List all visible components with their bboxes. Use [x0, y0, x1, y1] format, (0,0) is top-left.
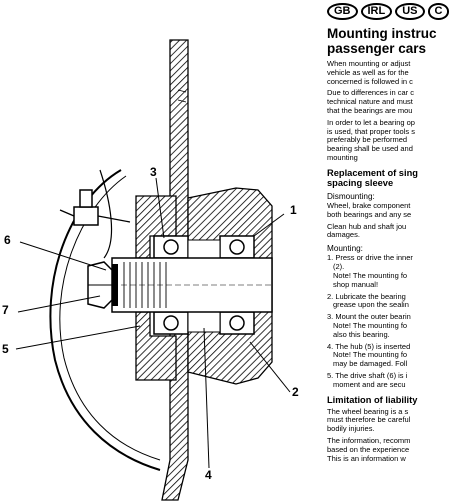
mounting-steps: 1. Press or drive the inner (2). Note! T… — [327, 254, 454, 389]
callout-6: 6 — [4, 233, 11, 247]
bracket-bolt — [73, 206, 99, 226]
section-heading-liability: Limitation of liability — [327, 394, 418, 405]
dismounting-label: Dismounting: — [327, 191, 375, 201]
flag-badge: US — [395, 3, 425, 20]
callout-5: 5 — [2, 342, 9, 356]
mounting-step: 3. Mount the outer bearin Note! The moun… — [327, 312, 411, 339]
callout-7: 7 — [2, 303, 9, 317]
mounting-step: 1. Press or drive the inner (2). Note! T… — [327, 253, 413, 289]
country-flags: GB IRL US C — [327, 3, 454, 20]
wheel-hub-cross-section-drawing — [15, 39, 291, 501]
callout-1: 1 — [290, 203, 297, 217]
instructions-column: GB IRL US C Mounting instruc passenger c… — [327, 3, 454, 503]
mounting-step: 4. The hub (5) is inserted Note! The mou… — [327, 341, 411, 369]
callout-4: 4 — [205, 468, 212, 482]
mounting-label: Mounting: — [327, 244, 363, 254]
mounting-step: 5. The drive shaft (6) is i moment and a… — [327, 370, 408, 389]
page-title: Mounting instruc passenger cars — [327, 26, 437, 56]
callout-2: 2 — [292, 385, 299, 399]
flag-badge: C — [427, 3, 450, 20]
flag-badge: IRL — [360, 3, 393, 20]
mounting-step: 2. Lubricate the bearing grease upon the… — [327, 291, 409, 310]
drive-shaft — [111, 257, 273, 313]
callout-3: 3 — [150, 165, 157, 179]
washer — [112, 264, 118, 306]
flag-badge: GB — [327, 3, 358, 20]
